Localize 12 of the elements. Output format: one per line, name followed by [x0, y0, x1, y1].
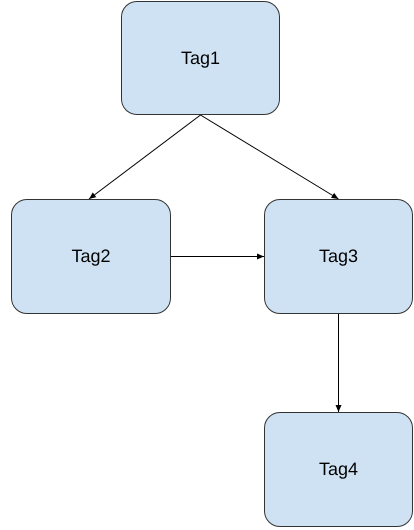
node-label: Tag3	[318, 246, 358, 267]
node-label: Tag4	[318, 459, 358, 480]
process-box	[11, 199, 171, 314]
process-box	[264, 199, 413, 314]
arrow	[170, 254, 264, 260]
node-label: Tag2	[71, 246, 111, 267]
arrow	[200, 114, 339, 200]
arrow	[336, 314, 342, 412]
node-label: Tag1	[180, 48, 220, 68]
arrow	[88, 114, 201, 200]
process-box	[121, 1, 280, 115]
process-box	[264, 412, 413, 527]
